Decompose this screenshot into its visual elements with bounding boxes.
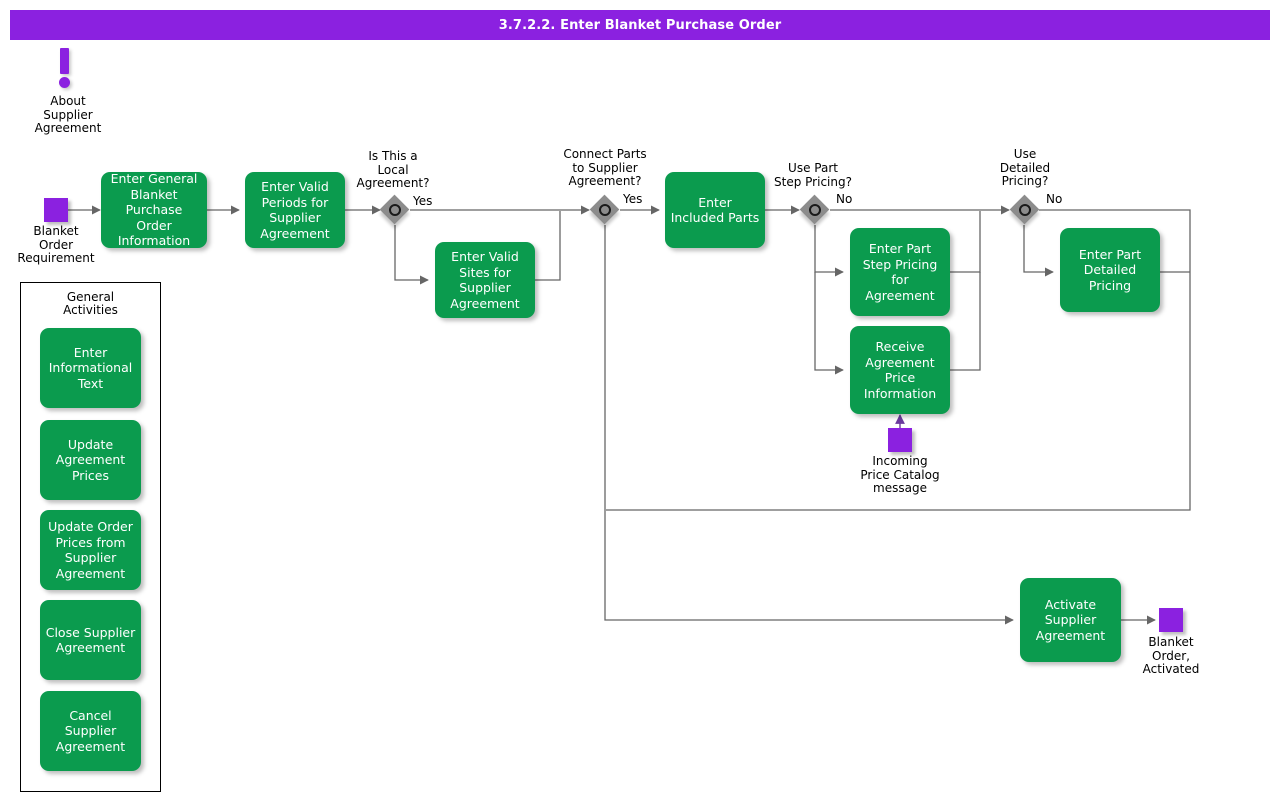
edge-label-gw1-yes: Yes <box>413 194 433 208</box>
start-event-label: Blanket Order Requirement <box>6 224 106 266</box>
task-enter-informational-text[interactable]: Enter Informational Text <box>40 328 141 408</box>
exclamation-dot <box>59 77 70 88</box>
gw3-line2: Step Pricing? <box>774 174 852 189</box>
task-update-order-prices-from-supplier-agreement[interactable]: Update Order Prices from Supplier Agreem… <box>40 510 141 590</box>
flow-sites-to-main <box>535 211 561 281</box>
gw2-line3: Agreement? <box>568 174 642 188</box>
start-event-label-line2: Order <box>38 237 74 252</box>
gw1-line1: Is This a <box>368 149 418 163</box>
edge-label-gw4-no: No <box>1046 192 1063 206</box>
task-update-agreement-prices[interactable]: Update Agreement Prices <box>40 420 141 500</box>
panel-title-line2: Activities <box>63 303 118 317</box>
annotation-label: About Supplier Agreement <box>18 94 118 136</box>
title-bar: 3.7.2.2. Enter Blanket Purchase Order <box>10 10 1270 40</box>
flow-gw2-no-to-activate <box>604 225 1014 625</box>
end-event-label-line1: Blanket <box>1148 635 1194 649</box>
annotation-label-line3: Agreement <box>34 121 102 135</box>
gw3-line1: Use Part <box>788 161 838 175</box>
flow-gw4-to-detailed <box>1023 225 1054 277</box>
gw4-line1: Use <box>1013 147 1037 161</box>
flow-gw3-to-steppricing <box>814 225 844 277</box>
exclamation-bar <box>60 48 69 74</box>
task-enter-part-step-pricing-for-agreement[interactable]: Enter Part Step Pricing for Agreement <box>850 228 950 316</box>
message-event-label-line2: Price Catalog <box>860 467 940 482</box>
end-event-label: Blanket Order, Activated <box>1121 635 1221 677</box>
gateway-inclusive-ring-icon <box>1019 204 1031 216</box>
flow-receive-merge <box>950 272 981 371</box>
page-title: 3.7.2.2. Enter Blanket Purchase Order <box>498 17 782 33</box>
gateway-inclusive-ring-icon <box>389 204 401 216</box>
start-event-label-line1: Blanket <box>33 224 79 238</box>
flow-gw1-no-to-sites <box>394 225 429 285</box>
gateway-inclusive-ring-icon <box>599 204 611 216</box>
annotation-label-line1: About <box>50 94 86 108</box>
end-event-label-line2: Order, <box>1152 648 1190 663</box>
message-event-label-line1: Incoming <box>872 454 928 468</box>
task-activate-supplier-agreement[interactable]: Activate Supplier Agreement <box>1020 578 1121 662</box>
exclamation-icon <box>50 48 86 92</box>
task-enter-valid-periods-for-supplier-agreement[interactable]: Enter Valid Periods for Supplier Agreeme… <box>245 172 345 248</box>
message-event-label: Incoming Price Catalog message <box>840 454 960 496</box>
end-event-blanket-order-activated[interactable] <box>1159 608 1183 632</box>
gateway-use-part-step-pricing[interactable] <box>799 194 830 225</box>
gw4-line2: Detailed <box>999 160 1051 175</box>
task-enter-general-blanket-purchase-order-information[interactable]: Enter General Blanket Purchase Order Inf… <box>101 171 207 248</box>
panel-title-line1: General <box>66 290 115 304</box>
task-close-supplier-agreement[interactable]: Close Supplier Agreement <box>40 600 141 680</box>
start-event-label-line3: Requirement <box>17 251 95 265</box>
flow-steppricing-merge <box>950 211 981 273</box>
gateway-label-detailed-pricing: Use Detailed Pricing? <box>975 147 1075 189</box>
gateway-label-local-agreement: Is This a Local Agreement? <box>343 149 443 191</box>
end-event-label-line3: Activated <box>1142 662 1200 676</box>
task-receive-agreement-price-information[interactable]: Receive Agreement Price Information <box>850 326 950 414</box>
task-cancel-supplier-agreement[interactable]: Cancel Supplier Agreement <box>40 691 141 771</box>
gw1-line3: Agreement? <box>356 176 430 190</box>
task-enter-included-parts[interactable]: Enter Included Parts <box>665 172 765 248</box>
gw2-line1: Connect Parts <box>563 147 647 161</box>
flow-gw3-to-receive <box>814 272 844 375</box>
annotation-label-line2: Supplier <box>43 107 93 122</box>
task-enter-valid-sites-for-supplier-agreement[interactable]: Enter Valid Sites for Supplier Agreement <box>435 242 535 318</box>
gateway-connect-parts-to-supplier-agreement[interactable] <box>589 194 620 225</box>
task-enter-part-detailed-pricing[interactable]: Enter Part Detailed Pricing <box>1060 228 1160 312</box>
gateway-use-detailed-pricing[interactable] <box>1009 194 1040 225</box>
message-event-label-line3: message <box>873 481 927 495</box>
gateway-label-part-step-pricing: Use Part Step Pricing? <box>763 161 863 189</box>
message-event-incoming-price-catalog[interactable] <box>888 428 912 452</box>
gateway-inclusive-ring-icon <box>809 204 821 216</box>
gw2-line2: to Supplier <box>572 160 638 175</box>
gw4-line3: Pricing? <box>1001 174 1049 188</box>
edge-label-gw3-no: No <box>836 192 853 206</box>
gateway-is-this-a-local-agreement[interactable] <box>379 194 410 225</box>
gw1-line2: Local <box>377 162 409 177</box>
gateway-label-connect-parts: Connect Parts to Supplier Agreement? <box>553 147 657 189</box>
start-event-blanket-order-requirement[interactable] <box>44 198 68 222</box>
edge-label-gw2-yes: Yes <box>623 192 643 206</box>
